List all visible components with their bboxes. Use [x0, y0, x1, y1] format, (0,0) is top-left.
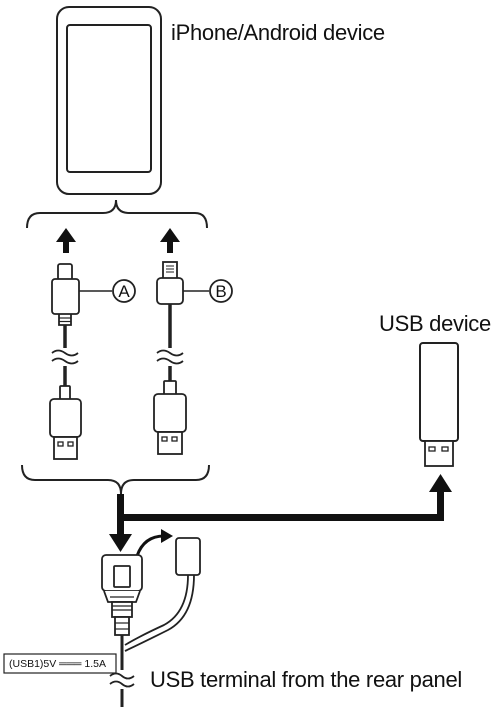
usb-stick-illustration [419, 342, 459, 467]
upper-brace [26, 199, 208, 229]
connection-arrows [109, 474, 452, 552]
rating-box [3, 653, 117, 674]
usb-device-label: USB device [379, 311, 491, 336]
cable-b-label: B [215, 282, 226, 301]
cable-a-label: A [118, 282, 130, 301]
rating-label: (USB1)5V ═══ 1.5A [9, 658, 106, 670]
phone-device-label: iPhone/Android device [171, 20, 385, 45]
rear-terminal-label: USB terminal from the rear panel [150, 667, 462, 692]
rear-terminal-cable [101, 529, 201, 707]
cable-b [153, 228, 233, 455]
cable-a [49, 228, 136, 460]
phone-illustration [56, 6, 162, 195]
up-arrow-icon [160, 228, 180, 253]
up-arrow-icon [56, 228, 76, 253]
lower-brace [21, 464, 210, 495]
